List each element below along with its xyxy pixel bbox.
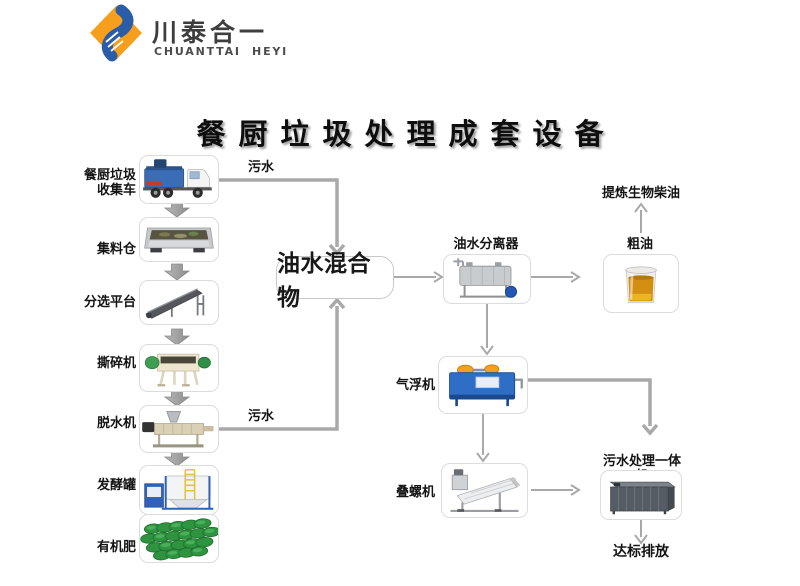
arrow-screw-press-to-integrated [531, 484, 581, 496]
label-collection-truck: 餐厨垃圾 收集车 [83, 168, 136, 198]
label-discharge: 达标排放 [613, 544, 669, 560]
truck-icon [143, 159, 212, 198]
label-sewage-top: 污水 [248, 160, 275, 175]
arrow-crude-oil-to-biodiesel [634, 202, 648, 233]
collection-bin-image [139, 217, 219, 262]
fertilizer-bags-icon [140, 518, 218, 561]
label-crude-oil: 粗油 [626, 237, 653, 252]
company-logo-icon [90, 4, 142, 62]
oil-water-mixture-label: 油水混合物 [277, 250, 371, 311]
company-name-cn: 川泰合一 [152, 18, 269, 47]
arrow-mixture-to-separator [394, 271, 444, 283]
separator-icon [453, 258, 517, 298]
arrow-dewater-sewage-to-mixture [216, 297, 346, 431]
arrow-flotation-to-integrated [526, 378, 659, 436]
label-organic-fertilizer: 有机肥 [96, 540, 136, 555]
collection-truck-image [139, 155, 219, 204]
company-name-en: CHUANTTAI HEYI [154, 45, 289, 58]
label-dewatering-machine: 脱水机 [96, 416, 136, 431]
page-title: 餐厨垃圾处理成套设备 [196, 117, 617, 151]
oil-water-separator-image [443, 254, 531, 304]
arrow-separator-to-flotation [480, 304, 494, 356]
arrow-bin-to-sorting [163, 263, 191, 281]
air-flotation-image [438, 356, 528, 414]
ferment-tank-icon [144, 468, 214, 510]
arrow-sorting-to-shredder [163, 328, 191, 346]
conveyor-icon [145, 288, 205, 319]
arrow-dewater-to-ferment [163, 450, 191, 467]
shredder-image [139, 344, 219, 392]
sorting-platform-image [139, 280, 219, 325]
oil-water-mixture-node: 油水混合物 [276, 251, 394, 311]
label-collection-bin: 集料仓 [96, 242, 136, 257]
dewater-icon [142, 410, 214, 448]
label-sewage-bottom: 污水 [248, 409, 275, 424]
sewage-container-icon [609, 481, 676, 515]
arrow-truck-sewage-to-mixture [216, 178, 346, 256]
flotation-machine-icon [449, 364, 523, 407]
dewatering-machine-image [139, 405, 219, 453]
oil-beaker-icon [625, 266, 657, 304]
screw-press-icon [450, 469, 521, 512]
label-screw-press: 叠螺机 [395, 485, 435, 500]
crude-oil-image [603, 254, 679, 313]
label-fermentation-tank: 发酵罐 [96, 478, 136, 493]
arrow-shredder-to-dewater [163, 390, 191, 407]
label-air-flotation: 气浮机 [395, 378, 435, 393]
integrated-sewage-machine-image [600, 470, 682, 520]
label-sorting-platform: 分选平台 [83, 295, 136, 310]
arrow-truck-to-bin [163, 201, 191, 218]
arrow-flotation-to-screw-press [476, 414, 490, 463]
bin-icon [144, 227, 214, 253]
label-shredder: 撕碎机 [96, 356, 136, 371]
fermentation-tank-image [139, 465, 219, 515]
shredder-icon [144, 353, 211, 387]
arrow-separator-to-crude-oil [531, 271, 581, 283]
organic-fertilizer-image [139, 514, 219, 563]
label-oil-water-separator: 油水分离器 [453, 237, 519, 252]
arrow-integrated-to-discharge [634, 520, 648, 545]
screw-press-image [441, 463, 528, 518]
label-refine-biodiesel: 提炼生物柴油 [601, 186, 680, 201]
